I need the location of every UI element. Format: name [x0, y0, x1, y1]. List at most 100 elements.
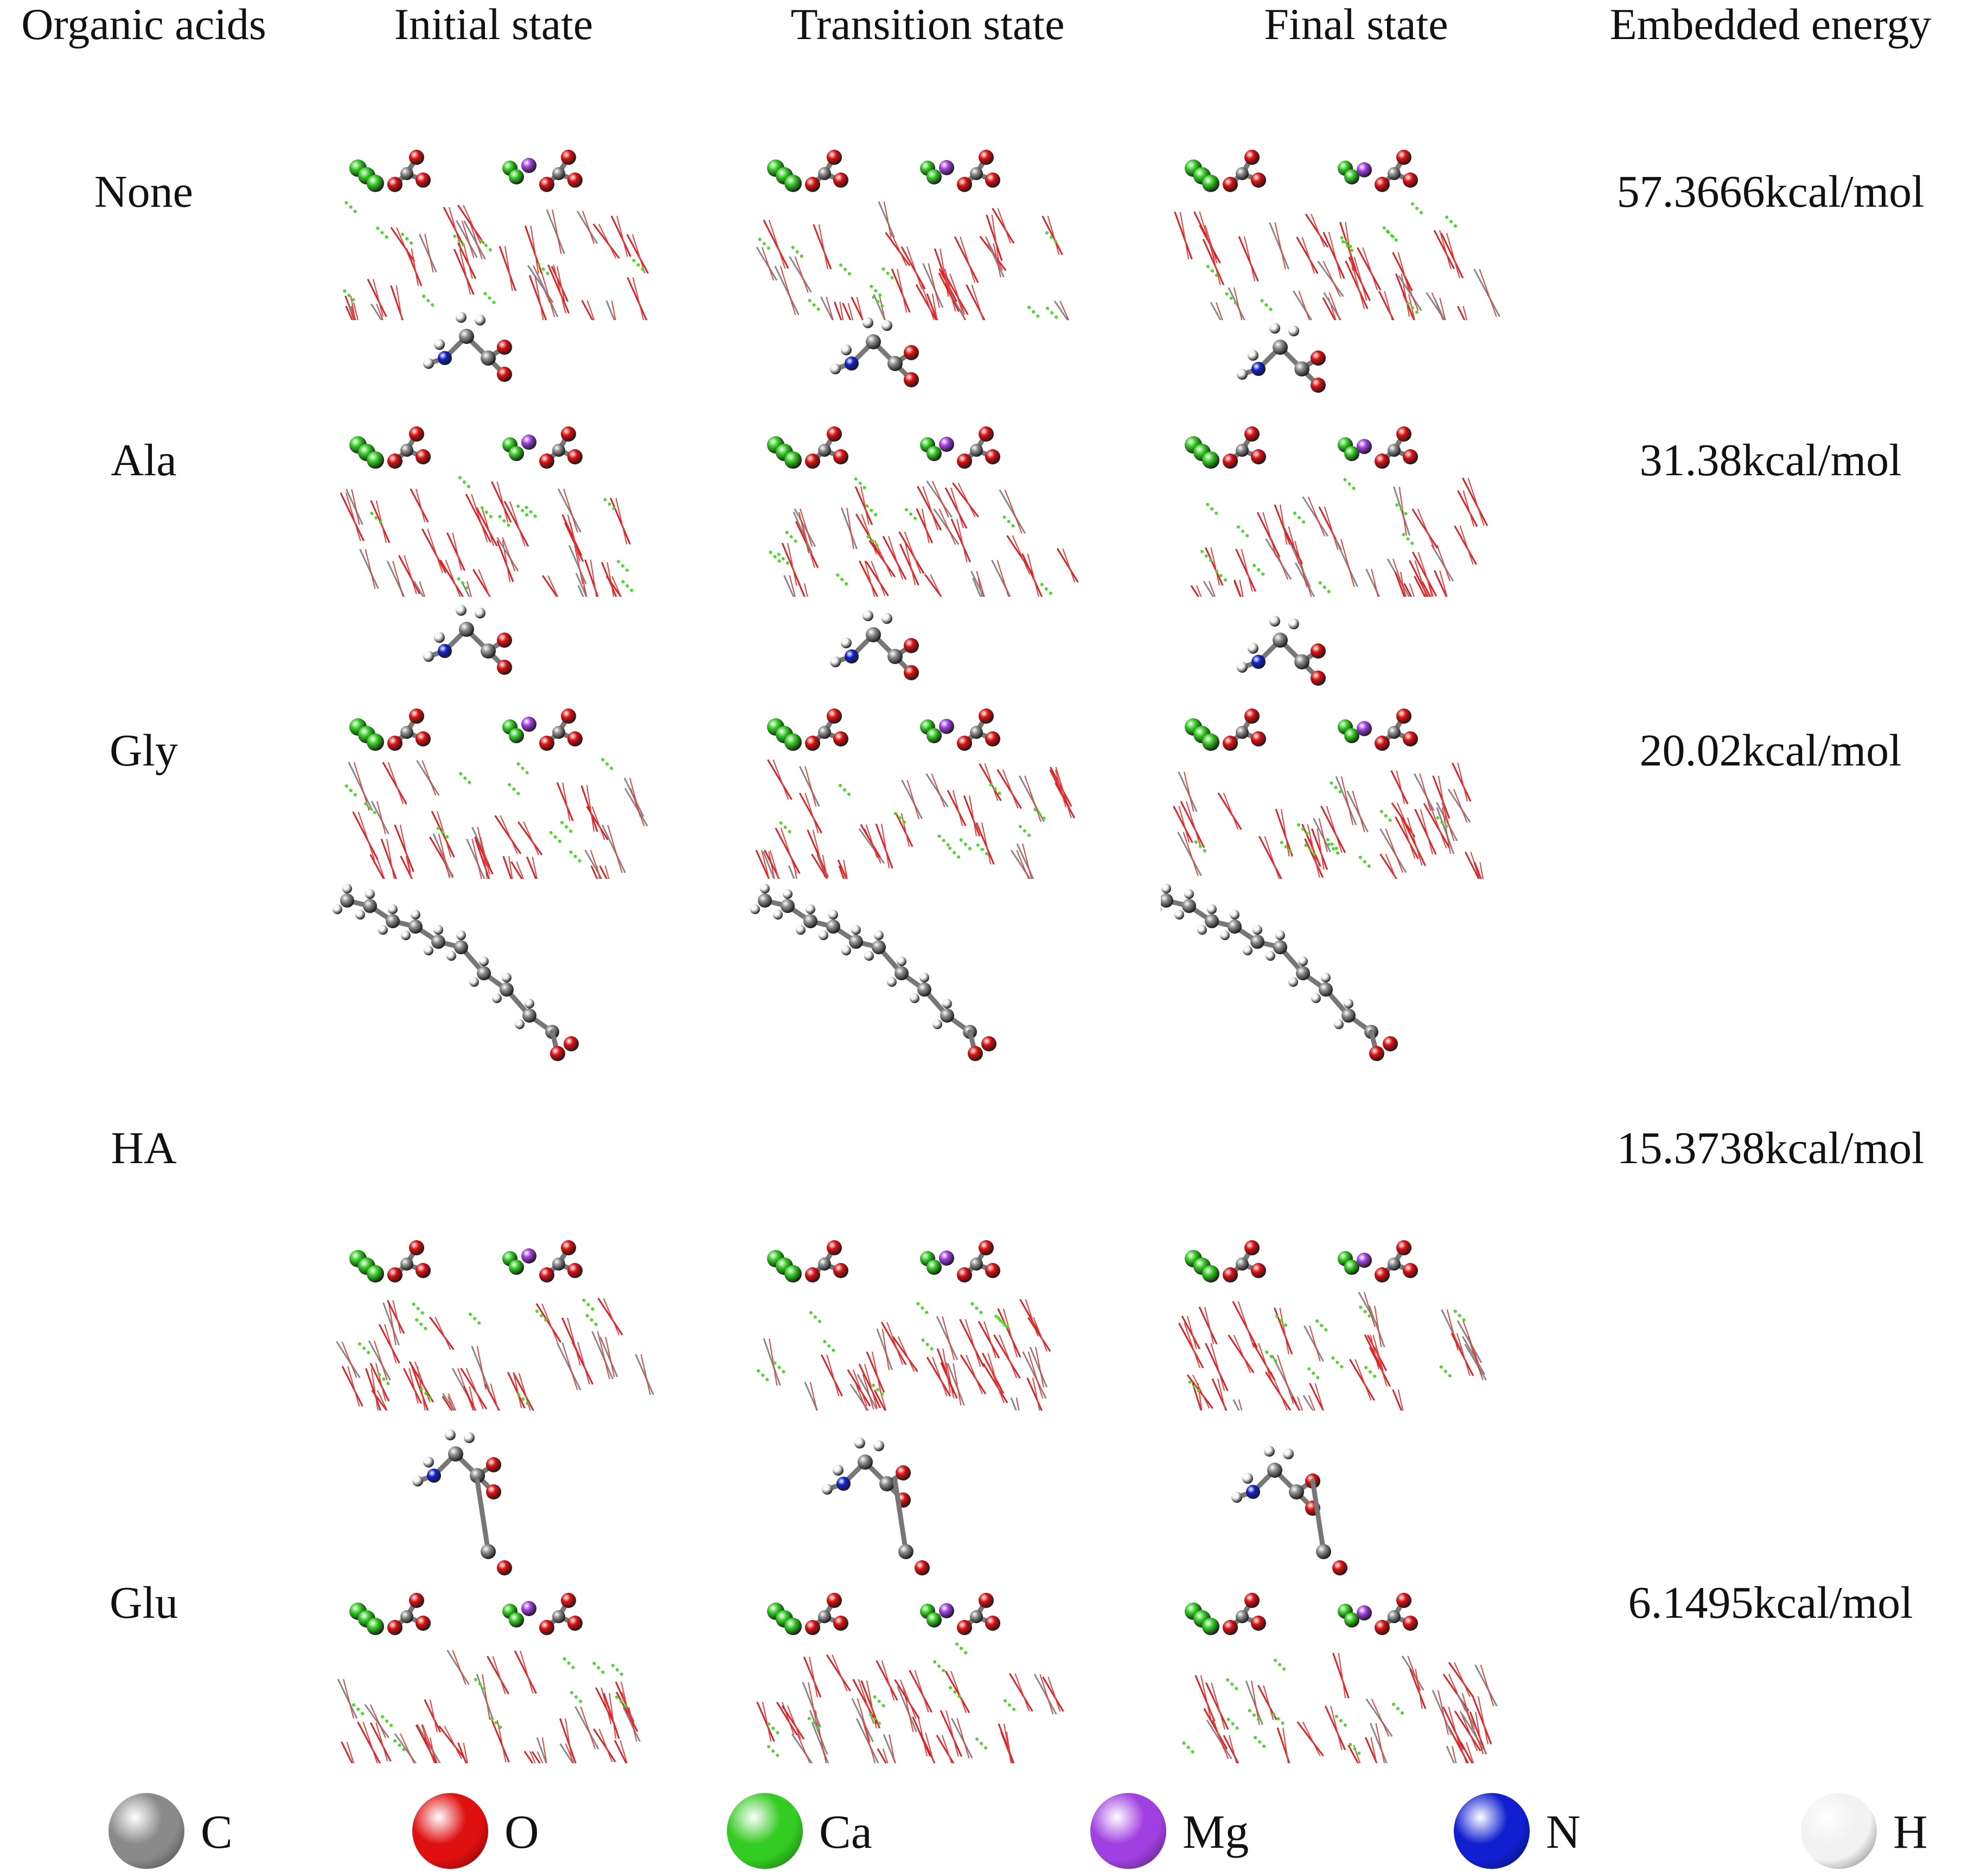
- lattice-ca: [1006, 1325, 1009, 1329]
- lattice-ca: [380, 231, 384, 234]
- atom-h: [433, 925, 443, 935]
- atom-c: [454, 940, 468, 954]
- atom-o: [833, 1263, 848, 1278]
- lattice-bond: [496, 481, 509, 523]
- lattice-bond: [1304, 838, 1324, 878]
- energy-gly: 20.02kcal/mol: [1639, 725, 1902, 776]
- lattice-bond: [609, 1693, 617, 1739]
- lattice-ca: [578, 1699, 582, 1703]
- lattice-ca: [426, 299, 430, 303]
- lattice-bond: [764, 850, 781, 879]
- lattice-bond: [418, 233, 437, 273]
- lattice-ca: [612, 507, 616, 511]
- lattice-ca: [1226, 1678, 1230, 1682]
- lattice-bond: [375, 854, 385, 879]
- lattice-ca: [1358, 856, 1362, 859]
- atom-ca: [927, 1260, 942, 1275]
- lattice-bond: [1311, 214, 1325, 247]
- lattice-ca: [364, 802, 368, 806]
- lattice-ca: [605, 762, 609, 766]
- lattice-bond: [1401, 817, 1426, 866]
- lattice-bond: [1276, 1727, 1290, 1763]
- lattice-bond: [1397, 1389, 1404, 1411]
- lattice-ca: [1382, 226, 1386, 229]
- lattice-ca: [970, 1302, 974, 1306]
- header-final-state: Final state: [1264, 0, 1448, 49]
- lattice-bond: [350, 305, 356, 320]
- lattice-bond: [953, 1363, 962, 1406]
- lattice-bond: [1370, 1335, 1379, 1369]
- atom-c: [1273, 940, 1287, 954]
- lattice-bond: [378, 1324, 400, 1364]
- lattice-bond: [1461, 1336, 1486, 1375]
- lattice-bond: [1208, 580, 1216, 597]
- lattice-ca: [1272, 1713, 1276, 1717]
- atom-o: [979, 1593, 994, 1608]
- lattice-bond: [484, 1383, 501, 1411]
- lattice-bond: [1371, 1699, 1390, 1737]
- lattice-bond: [1314, 1383, 1324, 1411]
- lattice-bond: [947, 789, 967, 826]
- lattice-ca: [517, 1393, 521, 1396]
- lattice-bond: [419, 581, 426, 597]
- lattice-bond: [906, 780, 919, 819]
- lattice-ca: [1326, 838, 1330, 841]
- lattice-bond: [960, 1354, 987, 1395]
- lattice-ca: [578, 859, 582, 863]
- lattice-bond: [496, 537, 519, 572]
- lattice-bond: [803, 1656, 822, 1698]
- lattice-bond: [833, 301, 842, 320]
- lattice-ca: [873, 1717, 877, 1721]
- lattice-bond: [614, 1740, 628, 1763]
- lattice-ca: [405, 237, 409, 240]
- lattice-bond: [808, 1682, 818, 1728]
- row-label-ala: Ala: [111, 435, 177, 486]
- lattice-bond: [563, 488, 578, 533]
- lattice-ca: [1404, 512, 1408, 515]
- lattice-ca: [1191, 1750, 1194, 1753]
- lattice-bond: [986, 214, 1003, 261]
- lattice-ca: [625, 569, 629, 572]
- lattice-ca: [385, 235, 388, 239]
- lattice-bond: [1288, 526, 1300, 564]
- lattice-ca: [767, 1745, 771, 1749]
- lattice-bond: [1440, 232, 1464, 279]
- lattice-bond: [949, 273, 966, 315]
- lattice-ca: [352, 1703, 356, 1707]
- lattice-bond: [1055, 769, 1066, 808]
- lattice-ca: [402, 1747, 406, 1751]
- lattice-ca: [353, 793, 357, 796]
- atom-h: [1184, 889, 1194, 899]
- lattice-bond: [452, 532, 462, 571]
- atom-ca: [509, 728, 524, 743]
- lattice-bond: [1215, 302, 1223, 320]
- lattice-ca: [1448, 1374, 1452, 1377]
- lattice-bond: [402, 1368, 422, 1404]
- lattice-ca: [1341, 240, 1345, 244]
- lattice-bond: [603, 1298, 620, 1336]
- lattice-bond: [767, 759, 793, 800]
- lattice-bond: [1462, 477, 1488, 526]
- atom-c: [481, 643, 496, 659]
- lattice-bond: [1262, 512, 1277, 557]
- atom-h: [1207, 904, 1217, 914]
- lattice-ca: [955, 1642, 959, 1646]
- atom-ca: [367, 451, 384, 469]
- lattice-ca: [1050, 311, 1054, 315]
- lattice-bond: [474, 836, 494, 875]
- atom-h: [1237, 369, 1248, 380]
- lattice-bond: [1196, 585, 1202, 597]
- lattice-bond: [1409, 560, 1429, 597]
- lattice-ca: [568, 829, 572, 833]
- atom-o: [833, 173, 848, 188]
- lattice-bond: [370, 303, 383, 320]
- lattice-bond: [1004, 489, 1023, 534]
- lattice-bond: [1421, 581, 1432, 597]
- lattice-bond: [1002, 1308, 1018, 1357]
- lattice-ca: [871, 539, 874, 543]
- lattice-ca: [842, 788, 846, 792]
- atom-o: [1403, 449, 1418, 464]
- lattice-bond: [1433, 229, 1455, 270]
- lattice-bond: [1457, 305, 1466, 320]
- lattice-bond: [1338, 1652, 1346, 1699]
